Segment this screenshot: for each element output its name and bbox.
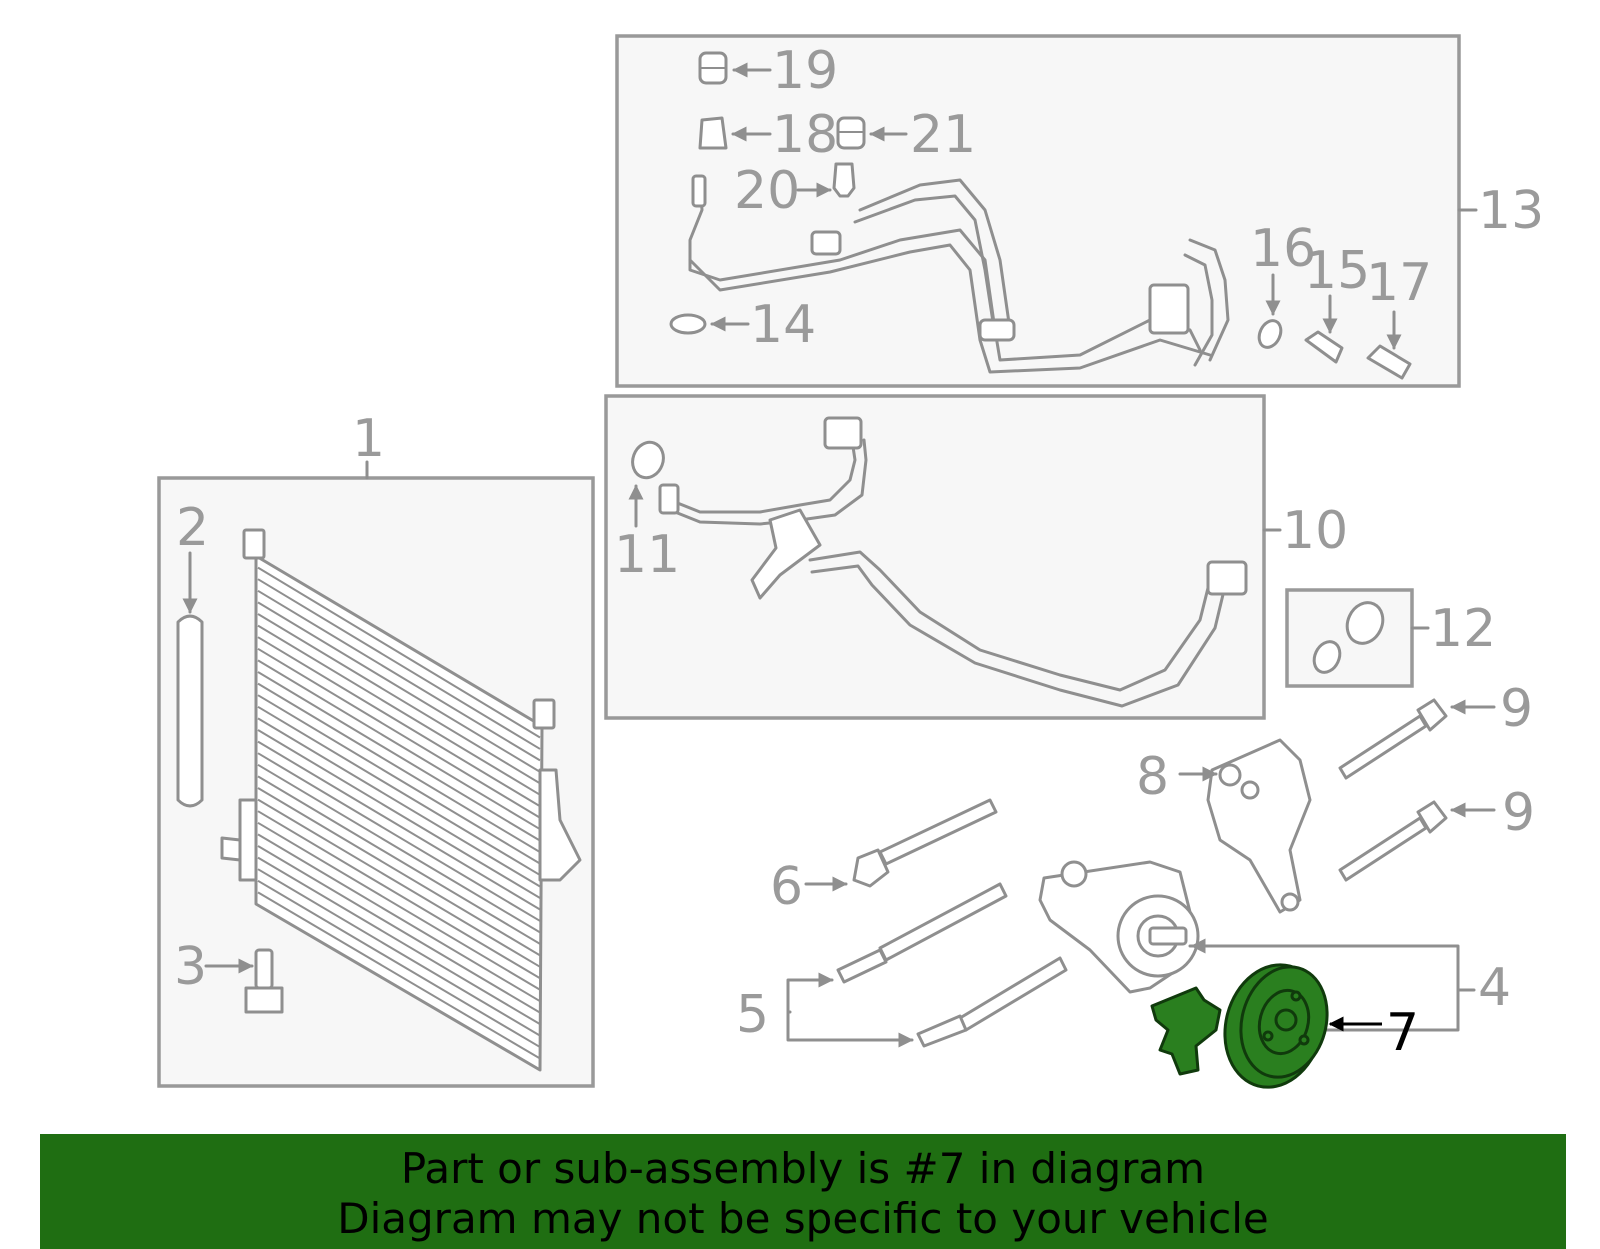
- callout-7: 7: [1386, 1003, 1419, 1063]
- part-21-cap: [836, 116, 866, 150]
- callout-8: 8: [1136, 747, 1169, 807]
- condenser-fin: [257, 798, 541, 968]
- condenser-fin: [257, 810, 541, 980]
- part-11-oring: [631, 440, 665, 480]
- part-5-bolt-upper: [836, 882, 1008, 984]
- condenser-fin: [257, 682, 541, 853]
- condenser-fin: [257, 647, 541, 819]
- callout-16: 16: [1250, 219, 1316, 279]
- part-9-bolt-upper: [1338, 698, 1448, 780]
- condenser-fin: [257, 589, 541, 762]
- callout-18: 18: [772, 105, 838, 165]
- condenser-fin: [257, 752, 541, 922]
- part-18-cap: [698, 116, 728, 150]
- part-2-receiver-drier: [176, 614, 204, 808]
- callout-3: 3: [174, 937, 207, 997]
- part-20-valve: [832, 162, 856, 198]
- info-banner: Part or sub-assembly is #7 in diagram Di…: [40, 1134, 1566, 1249]
- condenser-fin: [257, 833, 541, 1003]
- part-12-oring-kit: [1312, 601, 1385, 674]
- part-19-cap: [698, 51, 728, 85]
- callout-1: 1: [352, 409, 385, 469]
- condenser-fin: [257, 740, 541, 911]
- part-9-bolt-lower: [1338, 800, 1448, 882]
- callout-14: 14: [750, 295, 816, 355]
- part-16-oring: [1257, 319, 1283, 349]
- condenser-fin: [257, 775, 541, 945]
- callout-10: 10: [1282, 501, 1348, 561]
- part-17-switch: [1366, 344, 1412, 380]
- condenser-fin: [257, 613, 541, 785]
- part-15-sensor: [1304, 330, 1344, 364]
- condenser-fin: [257, 659, 541, 831]
- part-1-condenser: [220, 528, 582, 1072]
- condenser-fin: [257, 879, 541, 1048]
- callout-21: 21: [910, 105, 976, 165]
- callout-13: 13: [1478, 181, 1544, 241]
- callout-2: 2: [176, 498, 209, 558]
- condenser-fin: [257, 763, 541, 934]
- callout-5: 5: [736, 985, 769, 1045]
- discharge-hose-assembly: [658, 416, 1248, 708]
- banner-line-part: Part or sub-assembly is #7 in diagram: [400, 1144, 1206, 1193]
- condenser-fin: [257, 705, 541, 876]
- part-7-clutch-pulley: [1150, 963, 1329, 1089]
- condenser-fin: [257, 566, 541, 739]
- condenser-fin: [257, 891, 541, 1060]
- group-box-10: [604, 394, 1266, 720]
- condenser-fin: [257, 578, 541, 750]
- condenser-fin: [257, 601, 541, 773]
- condenser-fin: [257, 671, 541, 842]
- callout-15: 15: [1304, 241, 1370, 301]
- condenser-fin: [257, 845, 541, 1014]
- banner-line-disclaimer: Diagram may not be specific to your vehi…: [337, 1194, 1269, 1243]
- callout-20: 20: [734, 161, 800, 221]
- callout-9-upper: 9: [1500, 679, 1533, 739]
- condenser-fin: [257, 856, 541, 1025]
- condenser-fin: [257, 729, 541, 899]
- part-4-compressor: [1038, 860, 1200, 994]
- part-6-bolt: [852, 798, 998, 888]
- callout-9-lower: 9: [1502, 783, 1535, 843]
- condenser-fin: [257, 636, 541, 808]
- condenser-fin: [257, 717, 541, 888]
- group-box-13: [615, 34, 1461, 388]
- condenser-fin: [257, 694, 541, 865]
- part-3-bolt: [244, 948, 284, 1014]
- callout-6: 6: [770, 857, 803, 917]
- part-5-bolt-lower: [916, 956, 1068, 1048]
- callout-19: 19: [772, 41, 838, 101]
- callout-4: 4: [1478, 958, 1511, 1018]
- condenser-fin: [257, 868, 541, 1037]
- callout-17: 17: [1366, 253, 1432, 313]
- part-14-oring: [669, 313, 707, 335]
- callout-11: 11: [614, 525, 680, 585]
- part-8-bracket: [1206, 738, 1312, 914]
- suction-hose-assembly: [688, 174, 1230, 374]
- condenser-fin: [257, 624, 541, 796]
- condenser-fin: [257, 787, 541, 957]
- condenser-fin: [257, 821, 541, 991]
- callout-12: 12: [1430, 599, 1496, 659]
